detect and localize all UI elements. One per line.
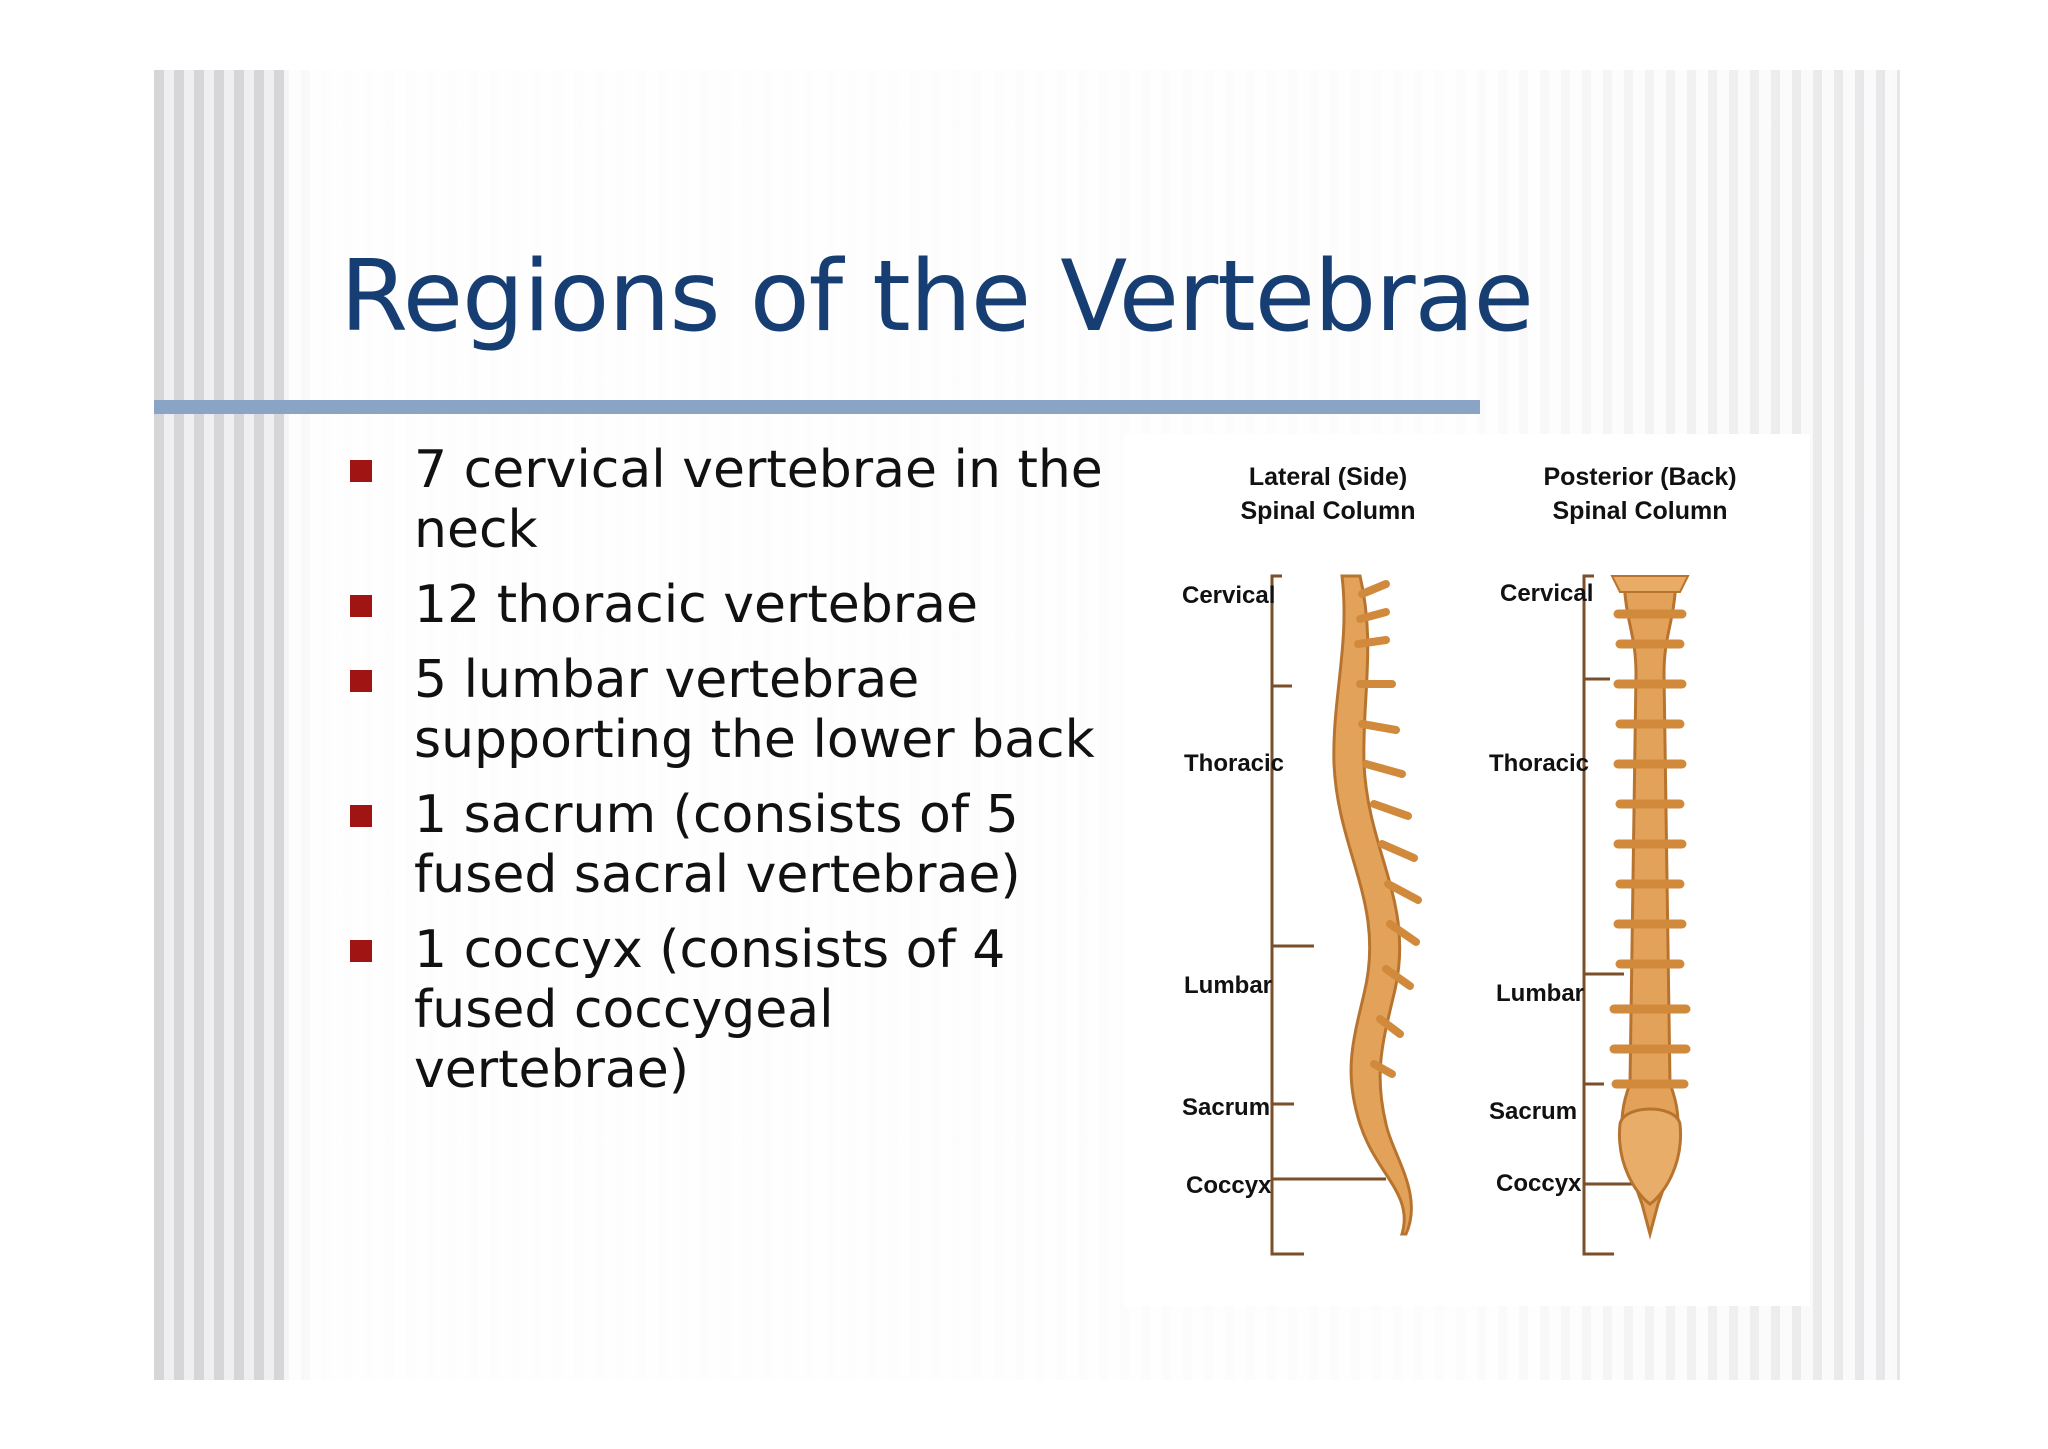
posterior-label-thoracic: Thoracic — [1489, 750, 1590, 777]
lateral-view-title: Lateral (Side) Spinal Column — [1240, 463, 1416, 525]
spinal-column-figure: Lateral (Side) Spinal Column Posterior (… — [1124, 434, 1810, 1306]
square-bullet-icon — [350, 670, 372, 692]
posterior-label-lumbar: Lumbar — [1496, 980, 1585, 1007]
lateral-label-coccyx: Coccyx — [1186, 1172, 1272, 1199]
bullet-text: 1 coccyx (consists of 4 fused coccygeal … — [414, 920, 1006, 1100]
lateral-label-sacrum: Sacrum — [1182, 1094, 1271, 1121]
posterior-label-sacrum: Sacrum — [1489, 1098, 1578, 1125]
square-bullet-icon — [350, 940, 372, 962]
bullet-text: 1 sacrum (consists of 5 fused sacral ver… — [414, 785, 1021, 905]
lateral-label-thoracic: Thoracic — [1184, 750, 1285, 777]
bullet-text: 12 thoracic vertebrae — [414, 575, 979, 635]
posterior-label-cervical: Cervical — [1500, 580, 1594, 607]
bullet-item-thoracic: 12 thoracic vertebrae — [350, 575, 1110, 635]
bullet-list: 7 cervical vertebrae in the neck 12 thor… — [350, 440, 1110, 1115]
lateral-label-cervical: Cervical — [1182, 582, 1276, 609]
slide-background-stripes — [154, 70, 284, 1380]
bullet-text: 7 cervical vertebrae in the neck — [414, 440, 1103, 560]
bullet-item-cervical: 7 cervical vertebrae in the neck — [350, 440, 1110, 560]
posterior-view-title: Posterior (Back) Spinal Column — [1543, 463, 1737, 525]
bullet-item-lumbar: 5 lumbar vertebrae supporting the lower … — [350, 650, 1110, 770]
slide: Regions of the Vertebrae 7 cervical vert… — [154, 70, 1900, 1380]
square-bullet-icon — [350, 595, 372, 617]
spine-illustration — [1270, 574, 1691, 1256]
slide-title: Regions of the Vertebrae — [340, 240, 1534, 354]
posterior-label-coccyx: Coccyx — [1496, 1170, 1582, 1197]
bullet-item-coccyx: 1 coccyx (consists of 4 fused coccygeal … — [350, 920, 1110, 1100]
lateral-label-lumbar: Lumbar — [1184, 972, 1273, 999]
bullet-item-sacrum: 1 sacrum (consists of 5 fused sacral ver… — [350, 785, 1110, 905]
bullet-text: 5 lumbar vertebrae supporting the lower … — [414, 650, 1095, 770]
square-bullet-icon — [350, 460, 372, 482]
title-underline — [154, 400, 1480, 414]
square-bullet-icon — [350, 805, 372, 827]
